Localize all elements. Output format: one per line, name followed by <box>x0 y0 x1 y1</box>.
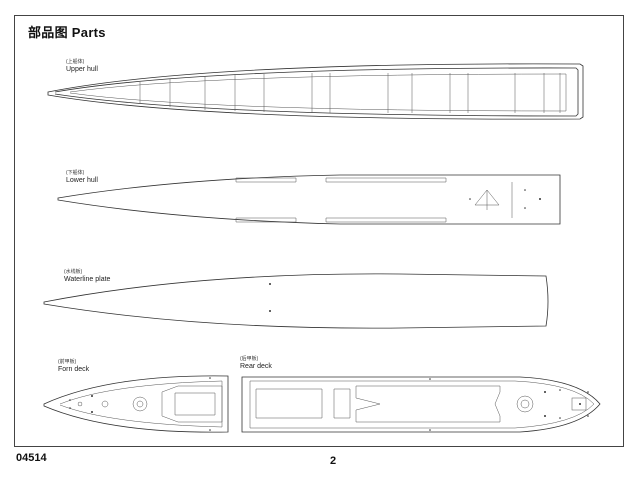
upper-hull-label-cn: (上船体) <box>66 59 85 65</box>
page-title: 部品图 Parts <box>28 25 106 40</box>
upper-hull-drawing <box>47 63 584 120</box>
forn-deck-drawing <box>43 375 229 433</box>
lower-hull-label-cn: (下船体) <box>66 170 85 176</box>
page-number: 2 <box>330 455 337 467</box>
upper-hull-label: (上船体) Upper hull <box>66 58 98 74</box>
waterline-plate-label-en: Waterline plate <box>64 276 111 283</box>
lower-hull-label-en: Lower hull <box>66 177 98 184</box>
rear-deck-label-en: Rear deck <box>240 363 272 370</box>
rear-deck-label-cn: (后甲板) <box>240 356 259 362</box>
upper-hull-label-en: Upper hull <box>66 66 98 73</box>
waterline-plate-label: (水线板) Waterline plate <box>64 268 110 284</box>
rear-deck-label: (后甲板) Rear deck <box>240 355 272 371</box>
waterline-plate-label-cn: (水线板) <box>64 269 83 275</box>
lower-hull-drawing <box>57 174 561 225</box>
model-code: 04514 <box>16 452 47 464</box>
forn-deck-label: (前甲板) Forn deck <box>58 358 89 374</box>
forn-deck-label-en: Forn deck <box>58 366 90 373</box>
page-border <box>14 15 624 447</box>
rear-deck-drawing <box>241 376 601 433</box>
waterline-plate-drawing <box>43 273 549 329</box>
forn-deck-label-cn: (前甲板) <box>58 359 77 365</box>
lower-hull-label: (下船体) Lower hull <box>66 169 98 185</box>
